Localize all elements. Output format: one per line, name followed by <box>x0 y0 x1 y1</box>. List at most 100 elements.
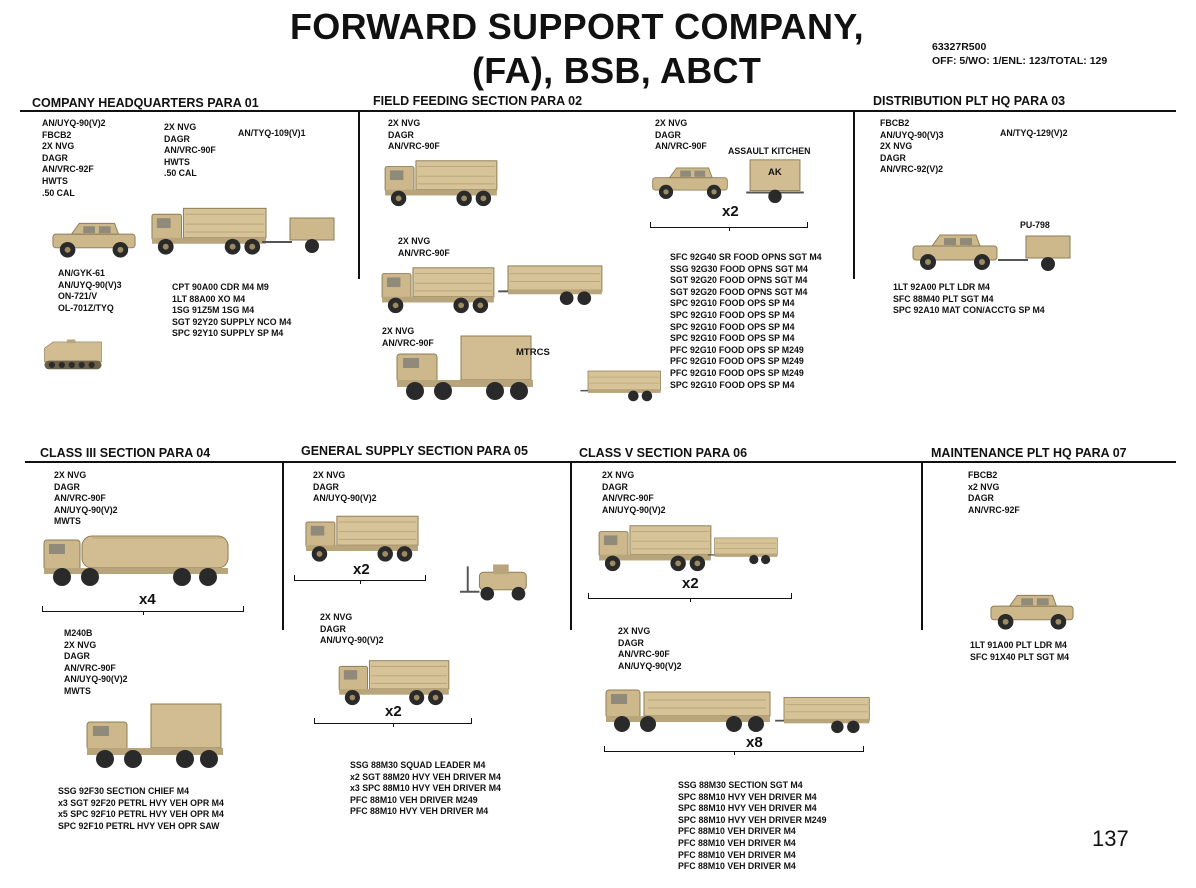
quantity-bracket <box>588 593 792 602</box>
personnel-item: 1LT 92A00 PLT LDR M4 <box>893 282 990 292</box>
hq-equipment-list-1: AN/UYQ-90(V)2 FBCB2 2X NVG DAGR AN/VRC-9… <box>42 118 106 199</box>
equipment-item: AN/VRC-90F <box>398 247 450 258</box>
page-title-line2: (FA), BSB, ABCT <box>472 50 762 91</box>
quantity-bracket <box>604 746 864 755</box>
personnel-item: PFC 92G10 FOOD OPS SP M249 <box>670 344 804 355</box>
divider-c5-mnt <box>921 462 923 630</box>
divider-c3-gs <box>282 462 284 630</box>
personnel-item: x5 SPC 92F10 PETRL HVY VEH OPR M4 <box>58 809 224 820</box>
c5-equipment-list-2: 2X NVG DAGR AN/VRC-90F AN/UYQ-90(V)2 <box>618 626 682 672</box>
cargo-truck-icon <box>383 155 499 208</box>
top-row-rule <box>20 110 1176 112</box>
page-title-line1: FORWARD SUPPORT COMPANY, <box>290 6 864 47</box>
personnel-item: SFC 88M40 PLT SGT M4 <box>893 293 994 304</box>
plst-truck-icon <box>604 682 774 732</box>
divider-gs-c5 <box>570 462 572 630</box>
dist-equipment-list-1: FBCB2 AN/UYQ-90(V)3 2X NVG DAGR AN/VRC-9… <box>880 118 944 176</box>
section-header-class-v: CLASS V SECTION PARA 06 <box>579 446 748 460</box>
fuel-tanker-icon <box>60 700 250 770</box>
quantity-multiplier: x2 <box>722 203 739 220</box>
equipment-item: 2X NVG <box>42 141 75 152</box>
equipment-item: DAGR <box>42 152 68 163</box>
personnel-item: PFC 92G10 FOOD OPS SP M249 <box>670 367 804 378</box>
fuel-tanker-icon <box>42 528 232 588</box>
equipment-item: 2X NVG <box>618 626 651 636</box>
equipment-item: AN/VRC-92(V)2 <box>880 164 944 175</box>
equipment-item: AN/VRC-90F <box>382 337 434 348</box>
quantity-bracket <box>42 606 244 615</box>
generator-trailer-icon <box>998 232 1078 272</box>
dist-equipment-list-2: AN/TYQ-129(V)2 <box>1000 128 1067 140</box>
equipment-item: AN/UYQ-90(V)2 <box>42 118 106 128</box>
hq-equipment-list-2: 2X NVG DAGR AN/VRC-90F HWTS .50 CAL <box>164 122 216 180</box>
equipment-item: MWTS <box>64 685 91 696</box>
assault-kitchen-label: ASSAULT KITCHEN <box>728 146 811 156</box>
equipment-item: 2X NVG <box>655 118 688 128</box>
equipment-item: M240B <box>64 628 93 638</box>
equipment-item: ON-721/V <box>58 291 98 302</box>
equipment-item: AN/UYQ-90(V)3 <box>58 279 122 290</box>
section-header-field-feeding: FIELD FEEDING SECTION PARA 02 <box>373 94 583 108</box>
personnel-item: PFC 92G10 FOOD OPS SP M249 <box>670 356 804 367</box>
section-header-maintenance: MAINTENANCE PLT HQ PARA 07 <box>931 446 1127 460</box>
personnel-item: SPC 88M10 HVY VEH DRIVER M4 <box>678 803 817 814</box>
equipment-item: AN/TYQ-109(V)1 <box>238 128 306 138</box>
cargo-truck-icon <box>314 655 474 707</box>
personnel-item: SFC 91X40 PLT SGT M4 <box>970 651 1070 662</box>
personnel-item: x3 SGT 92F20 PETRL HVY VEH OPR M4 <box>58 797 224 808</box>
equipment-item: FBCB2 <box>880 118 910 128</box>
c5-personnel-list: SSG 88M30 SECTION SGT M4 SPC 88M10 HVY V… <box>678 780 826 873</box>
hmmwv-icon <box>910 232 1000 272</box>
equipment-item: AN/VRC-90F <box>655 141 707 152</box>
personnel-item: CPT 90A00 CDR M4 M9 <box>172 282 269 292</box>
equipment-item: AN/VRC-90F <box>164 145 216 156</box>
cargo-truck-icon <box>597 520 713 573</box>
assault-kitchen-icon <box>746 156 804 204</box>
personnel-item: SPC 92G10 FOOD OPS SP M4 <box>670 333 795 344</box>
equipment-item: AN/TYQ-129(V)2 <box>1000 128 1068 138</box>
personnel-item: SPC 92A10 MAT CON/ACCTG SP M4 <box>893 305 1045 316</box>
equipment-item: DAGR <box>54 481 80 492</box>
mnt-personnel-list: 1LT 91A00 PLT LDR M4 SFC 91X40 PLT SGT M… <box>970 640 1069 663</box>
equipment-item: HWTS <box>42 175 68 186</box>
quantity-multiplier: x2 <box>385 703 402 720</box>
equipment-item: AN/VRC-90F <box>388 141 440 152</box>
equipment-item: AN/VRC-92F <box>42 164 94 175</box>
ff-equipment-list-2: 2X NVG AN/VRC-90F <box>398 236 450 259</box>
personnel-item: 1LT 91A00 PLT LDR M4 <box>970 640 1067 650</box>
personnel-item: x3 SPC 88M10 HVY VEH DRIVER M4 <box>350 783 501 794</box>
hmmwv-icon <box>988 592 1076 632</box>
divider-ff-dist <box>853 111 855 279</box>
tank-trailer-icon <box>262 214 342 254</box>
equipment-item: AN/VRC-90F <box>54 493 106 504</box>
pu-798-label: PU-798 <box>1020 220 1050 230</box>
equipment-item: FBCB2 <box>968 470 998 480</box>
personnel-item: 1SG 91Z5M 1SG M4 <box>172 305 255 316</box>
equipment-item: DAGR <box>388 129 414 140</box>
c3-equipment-list-1: 2X NVG DAGR AN/VRC-90F AN/UYQ-90(V)2 MWT… <box>54 470 118 528</box>
equipment-item: AN/UYQ-90(V)2 <box>54 504 118 515</box>
personnel-item: SPC 92F10 PETRL HVY VEH OPR SAW <box>58 820 220 831</box>
command-vehicle-icon <box>42 330 104 380</box>
personnel-item: SPC 88M10 HVY VEH DRIVER M249 <box>678 814 827 825</box>
section-header-class-iii: CLASS III SECTION PARA 04 <box>40 446 211 460</box>
equipment-item: DAGR <box>618 637 644 648</box>
mtrcs-label: MTRCS <box>516 347 550 358</box>
section-header-distribution: DISTRIBUTION PLT HQ PARA 03 <box>873 94 1066 108</box>
personnel-item: PFC 88M10 VEH DRIVER M4 <box>678 861 796 872</box>
personnel-item: x2 SGT 88M20 HVY VEH DRIVER M4 <box>350 771 501 782</box>
mtrcs-truck-icon <box>395 332 535 402</box>
ff-equipment-list-1: 2X NVG DAGR AN/VRC-90F <box>388 118 440 153</box>
personnel-item: SFC 92G40 SR FOOD OPNS SGT M4 <box>670 252 822 262</box>
equipment-item: AN/UYQ-90(V)3 <box>880 129 944 140</box>
cargo-truck-icon <box>380 262 496 315</box>
c3-personnel-list: SSG 92F30 SECTION CHIEF M4 x3 SGT 92F20 … <box>58 786 224 832</box>
personnel-item: SPC 88M10 HVY VEH DRIVER M4 <box>678 791 817 802</box>
forklift-icon <box>458 562 536 602</box>
quantity-bracket <box>294 575 426 584</box>
gs-equipment-list-1: 2X NVG DAGR AN/UYQ-90(V)2 <box>313 470 377 505</box>
cargo-truck-icon <box>304 510 420 564</box>
equipment-item: AN/VRC-90F <box>602 493 654 504</box>
bottom-row-rule <box>25 461 1176 463</box>
personnel-item: SGT 92Y20 SUPPLY NCO M4 <box>172 316 292 327</box>
